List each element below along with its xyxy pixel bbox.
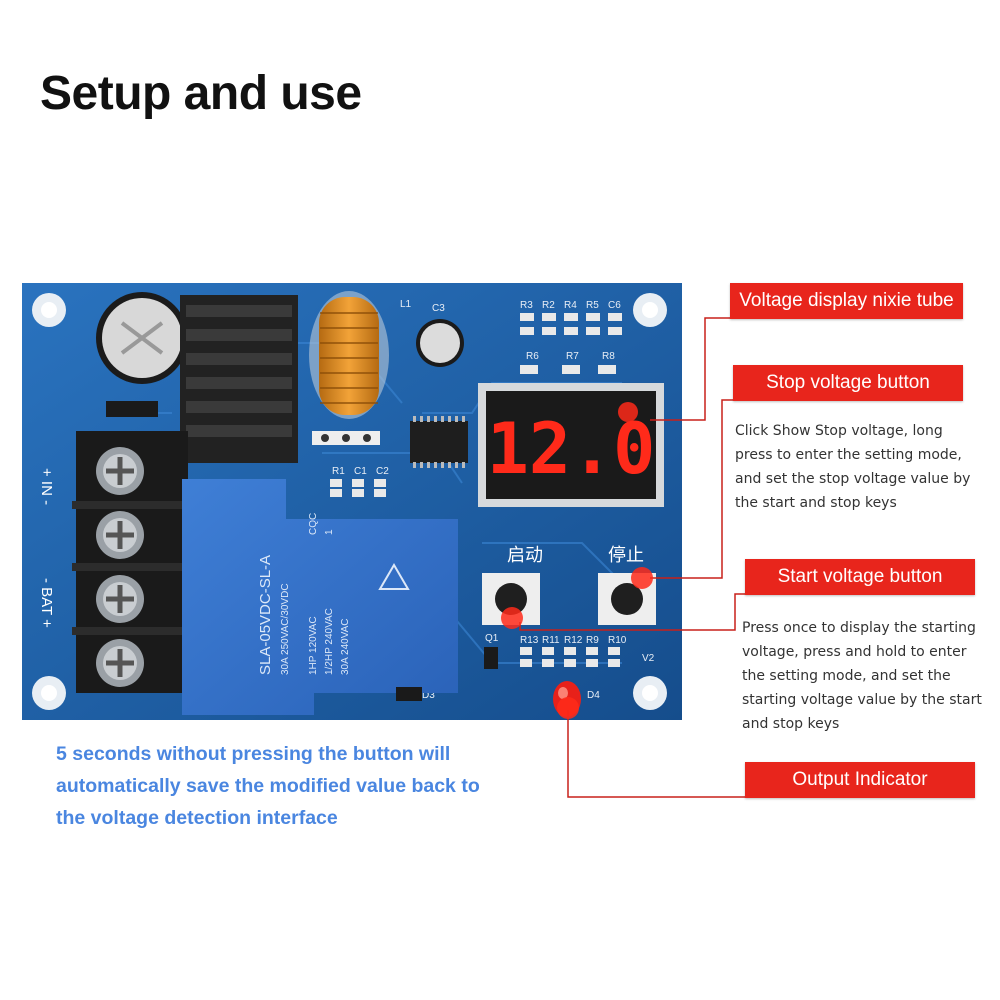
capacitor-c3 [416,319,464,367]
silk-label: R4 [564,300,577,311]
silk-label: R10 [608,635,627,646]
start-key-label: 启动 [507,545,543,566]
marker-dot-start [501,607,523,629]
callout-start-button: Start voltage button [745,559,975,595]
heatsink [180,295,298,463]
silk-label: C1 [354,466,367,477]
relay-label: 30A 240VAC [340,618,351,675]
marker-dot-stop [631,567,653,589]
silk-d3: D3 [422,690,435,701]
silk-label: R2 [542,300,555,311]
silk-q1: Q1 [485,633,499,644]
diode-d3 [396,687,422,701]
relay: SLA-05VDC-SL-A 30A 250VAC/30VDC 1HP 120V… [182,479,458,715]
silk-l1: L1 [400,299,412,310]
silk-c3: C3 [432,303,445,314]
relay-label: CQC [308,513,319,535]
start-button-description: Press once to display the starting volta… [742,620,982,732]
ic-chip [410,416,468,468]
relay-label: 30A 250VAC/30VDC [280,583,291,675]
warning-icon [378,563,410,590]
silk-label: R13 [520,635,539,646]
silk-label: R8 [602,351,615,362]
silk-label: R1 [332,466,345,477]
screw-terminal-block [72,431,192,693]
terminal-label-in: + IN - [38,468,55,505]
callout-stop-button: Stop voltage button [733,365,963,401]
silk-label: R11 [542,635,560,646]
callout-display: Voltage display nixie tube [730,283,963,319]
screw-icon [96,447,144,495]
silk-label: C2 [376,466,389,477]
pcb-board: L1 C3 Q1 D3 D4 V2 R3 R2 R4 R5 C6 R6 R7 R… [22,283,682,720]
transistor-q1 [484,647,498,669]
inductor-l1 [309,291,389,419]
screw-icon [96,511,144,559]
silk-label: R12 [564,635,583,646]
relay-label: 1 [324,529,335,535]
silk-label: R3 [520,300,533,311]
screw-icon [96,575,144,623]
screw-icon [96,639,144,687]
marker-dot-output [557,697,579,719]
terminal-label-bat: - BAT + [38,578,55,628]
silk-label: R5 [586,300,599,311]
capacitor-c1 [96,292,188,384]
marker-dot-display [618,402,638,422]
mounting-hole [32,293,667,710]
silk-label: R9 [586,635,599,646]
page-title: Setup and use [40,67,362,120]
relay-label: 1/2HP 240VAC [324,608,335,675]
silk-label: C6 [608,300,621,311]
diode-component [106,401,158,417]
smd-components [330,313,622,667]
voltage-display: 12.0 [478,383,664,507]
callout-output-indicator: Output Indicator [745,762,975,798]
silk-d4: D4 [587,690,600,701]
auto-save-note: 5 seconds without pressing the button wi… [56,743,480,829]
stop-button-description: Click Show Stop voltage, long press to e… [735,423,971,511]
silk-label: R6 [526,351,539,362]
relay-label: SLA-05VDC-SL-A [257,555,274,675]
silk-label: R7 [566,351,579,362]
stop-key-label: 停止 [608,545,644,566]
silk-v2: V2 [642,653,655,664]
relay-label: 1HP 120VAC [308,616,319,675]
